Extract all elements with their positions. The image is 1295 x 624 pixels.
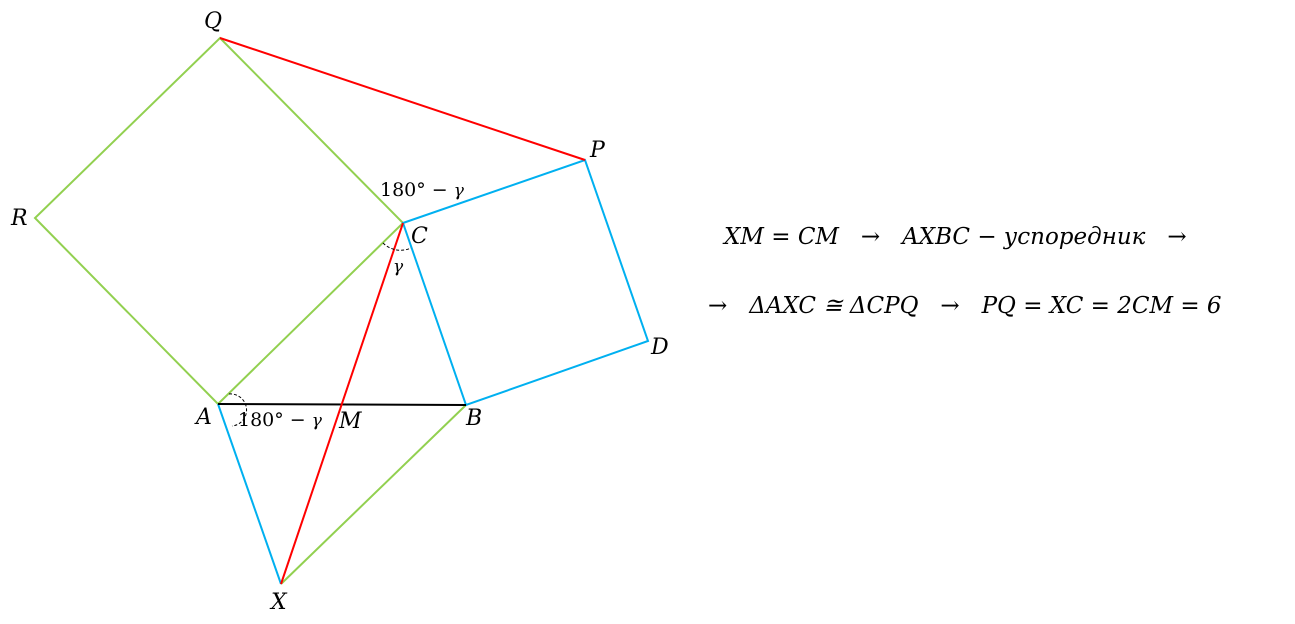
angle-label-c: 180° − γ bbox=[380, 179, 465, 201]
label-a: A bbox=[194, 405, 212, 430]
label-d: D bbox=[650, 335, 669, 360]
label-r: R bbox=[10, 206, 28, 231]
angle-label-a: 180° − γ bbox=[238, 409, 323, 431]
formula-line-2: → ΔAXC ≅ ΔCPQ → PQ = XC = 2CM = 6 bbox=[708, 293, 1222, 319]
label-c: C bbox=[411, 224, 428, 249]
segment-bx bbox=[280, 404, 467, 585]
angle-arc-c bbox=[382, 242, 412, 251]
angle-arc-a bbox=[228, 393, 247, 427]
angle-label-gamma: γ bbox=[393, 257, 404, 277]
formula-line-1: XM = CM → AXBC − успоредник → bbox=[724, 224, 1187, 250]
label-x: X bbox=[269, 590, 288, 615]
label-m: M bbox=[338, 409, 362, 434]
label-p: P bbox=[589, 138, 606, 163]
segment-qp bbox=[219, 37, 586, 161]
label-b: B bbox=[465, 406, 482, 431]
square-acqr bbox=[33, 36, 405, 406]
segment-cx bbox=[280, 222, 404, 585]
segment-ax bbox=[217, 403, 282, 585]
square-bcpd bbox=[401, 158, 650, 407]
label-q: Q bbox=[204, 9, 222, 34]
